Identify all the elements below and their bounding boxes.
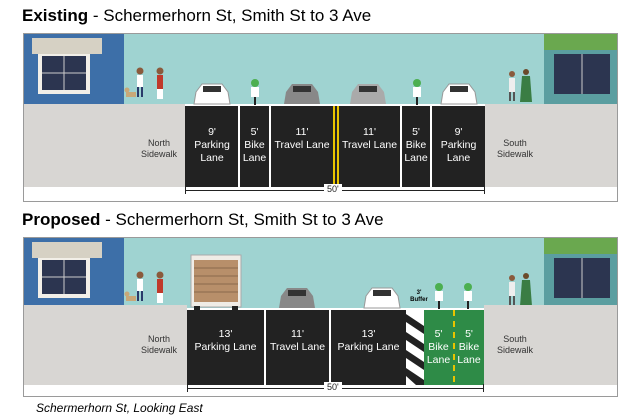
proposed-total-width: 50' [324,382,342,392]
south-sidewalk [484,305,617,385]
cyclist-icon [464,283,472,309]
existing-title-rest: - Schermerhorn St, Smith St to 3 Ave [88,6,372,25]
existing-title: Existing - Schermerhorn St, Smith St to … [22,6,371,26]
existing-title-bold: Existing [22,6,89,25]
proposed-title-bold: Proposed [22,210,101,229]
parked-truck-icon [190,254,242,311]
lane-line [264,310,266,385]
pedestrians-north-icon [124,271,164,303]
existing-roadway [185,106,485,187]
figure-caption: Schermerhorn St, Looking East [36,401,203,415]
proposed-title: Proposed - Schermerhorn St, Smith St to … [22,210,384,230]
south-building-icon [544,238,617,310]
north-sidewalk [24,305,187,385]
buffer-label: 3' Buffer [410,290,428,303]
lane-line [329,310,331,385]
travel-car-icon [284,84,320,104]
existing-lane-travel-eastbound: 11'Travel Lane [341,126,398,151]
proposed-lane-parking-north: 13'Parking Lane [194,328,257,353]
buffer-hatching [406,310,424,385]
lane-line [400,106,402,187]
lane-line [238,106,240,187]
double-yellow-line [333,106,335,187]
cyclist-icon [413,79,421,105]
travel-car-icon [279,288,315,308]
proposed-lane-parking-south: 13'Parking Lane [337,328,400,353]
lane-line [430,106,432,187]
cyclist-icon [435,283,443,309]
existing-lane-travel-westbound: 11'Travel Lane [274,126,330,151]
pedestrians-north-icon [124,67,164,99]
pedestrians-south-icon [509,273,532,306]
proposed-title-rest: - Schermerhorn St, Smith St to 3 Ave [100,210,384,229]
south-sidewalk [485,104,617,187]
north-building-icon [24,34,124,106]
north-building-icon [24,238,124,310]
south-building-icon [544,34,617,106]
north-sidewalk [24,104,185,187]
parked-car-icon [440,83,478,105]
pedestrians-south-icon [509,69,532,102]
parked-car-icon [193,83,231,105]
double-yellow-line [337,106,339,187]
proposed-lane-travel: 11'Travel Lane [269,328,326,353]
travel-car-icon [350,84,386,104]
lane-line [269,106,271,187]
parked-car-icon [363,287,401,309]
bike-lane-center-line [453,310,455,385]
cyclist-icon [251,79,259,105]
existing-total-width: 50' [324,184,342,194]
